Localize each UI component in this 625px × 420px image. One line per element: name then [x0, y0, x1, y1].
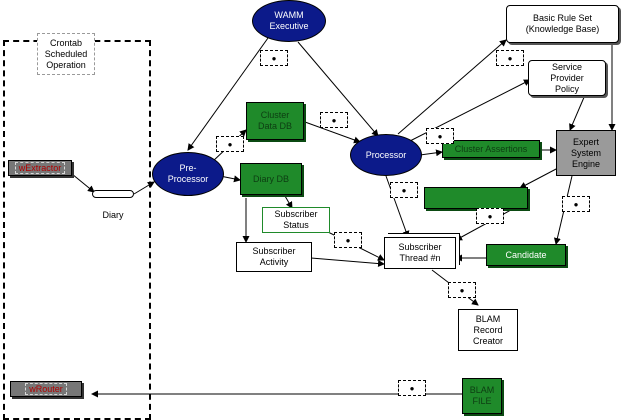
wextractor-label: wExtractor [14, 162, 66, 174]
basic-rule-set-store: Basic Rule Set (Knowledge Base) [506, 5, 619, 43]
edge-policy-to-engine [569, 94, 586, 131]
rule-output-box [424, 187, 528, 209]
pre-processor-node: Pre- Processor [152, 152, 224, 196]
edge-diarydb-to-status [284, 195, 293, 209]
cluster-data-db-store: Cluster Data DB [246, 102, 304, 140]
wrouter-box: wRouter [10, 381, 82, 397]
diary-label: Diary [102, 209, 124, 220]
edge-processor-to-assertions [419, 149, 443, 157]
step-marker: ● [448, 282, 476, 298]
step-marker: ● [320, 112, 348, 128]
service-provider-policy-store: Service Provider Policy [528, 60, 606, 96]
processor-node: Processor [350, 134, 422, 176]
edge-processor-to-rules [397, 39, 507, 135]
edge-wamm-to-processor [297, 41, 379, 137]
cluster-assertions-box: Cluster Assertions [442, 140, 540, 158]
step-marker: ● [334, 232, 362, 248]
edge-wextractor-to-diary [71, 173, 95, 193]
wamm-executive-node: WAMM Executive [252, 0, 326, 42]
expert-system-engine-box: Expert System Engine [556, 130, 616, 176]
edge-activity-to-thread [310, 257, 385, 267]
edge-processor-to-thread [385, 175, 410, 238]
diary-pipe-shape [92, 190, 134, 198]
candidate-box: Candidate [486, 244, 566, 266]
subscriber-activity-box: Subscriber Activity [236, 242, 312, 272]
step-marker: ● [260, 50, 288, 66]
step-marker: ● [476, 208, 504, 224]
crontab-label: Crontab Scheduled Operation [37, 33, 95, 75]
step-marker: ● [398, 380, 426, 396]
diary-db-store: Diary DB [240, 163, 302, 195]
edge-wamm-to-preprocessor [187, 37, 269, 151]
step-marker: ● [496, 50, 524, 66]
subscriber-thread-box: Subscriber Thread #n [384, 237, 456, 269]
blam-record-creator-box: BLAM Record Creator [458, 309, 518, 351]
subscriber-status-box: Subscriber Status [262, 207, 330, 233]
edge-engine-to-inner [519, 167, 559, 189]
step-marker: ● [426, 128, 454, 144]
edge-cluster-to-processor [304, 121, 361, 144]
step-marker: ● [562, 196, 590, 212]
wrouter-label: wRouter [25, 383, 67, 395]
blam-file-store: BLAM FILE [462, 378, 502, 414]
crontab-region [3, 40, 151, 420]
wextractor-box: wExtractor [8, 160, 72, 176]
step-marker: ● [216, 136, 244, 152]
step-marker: ● [390, 182, 418, 198]
